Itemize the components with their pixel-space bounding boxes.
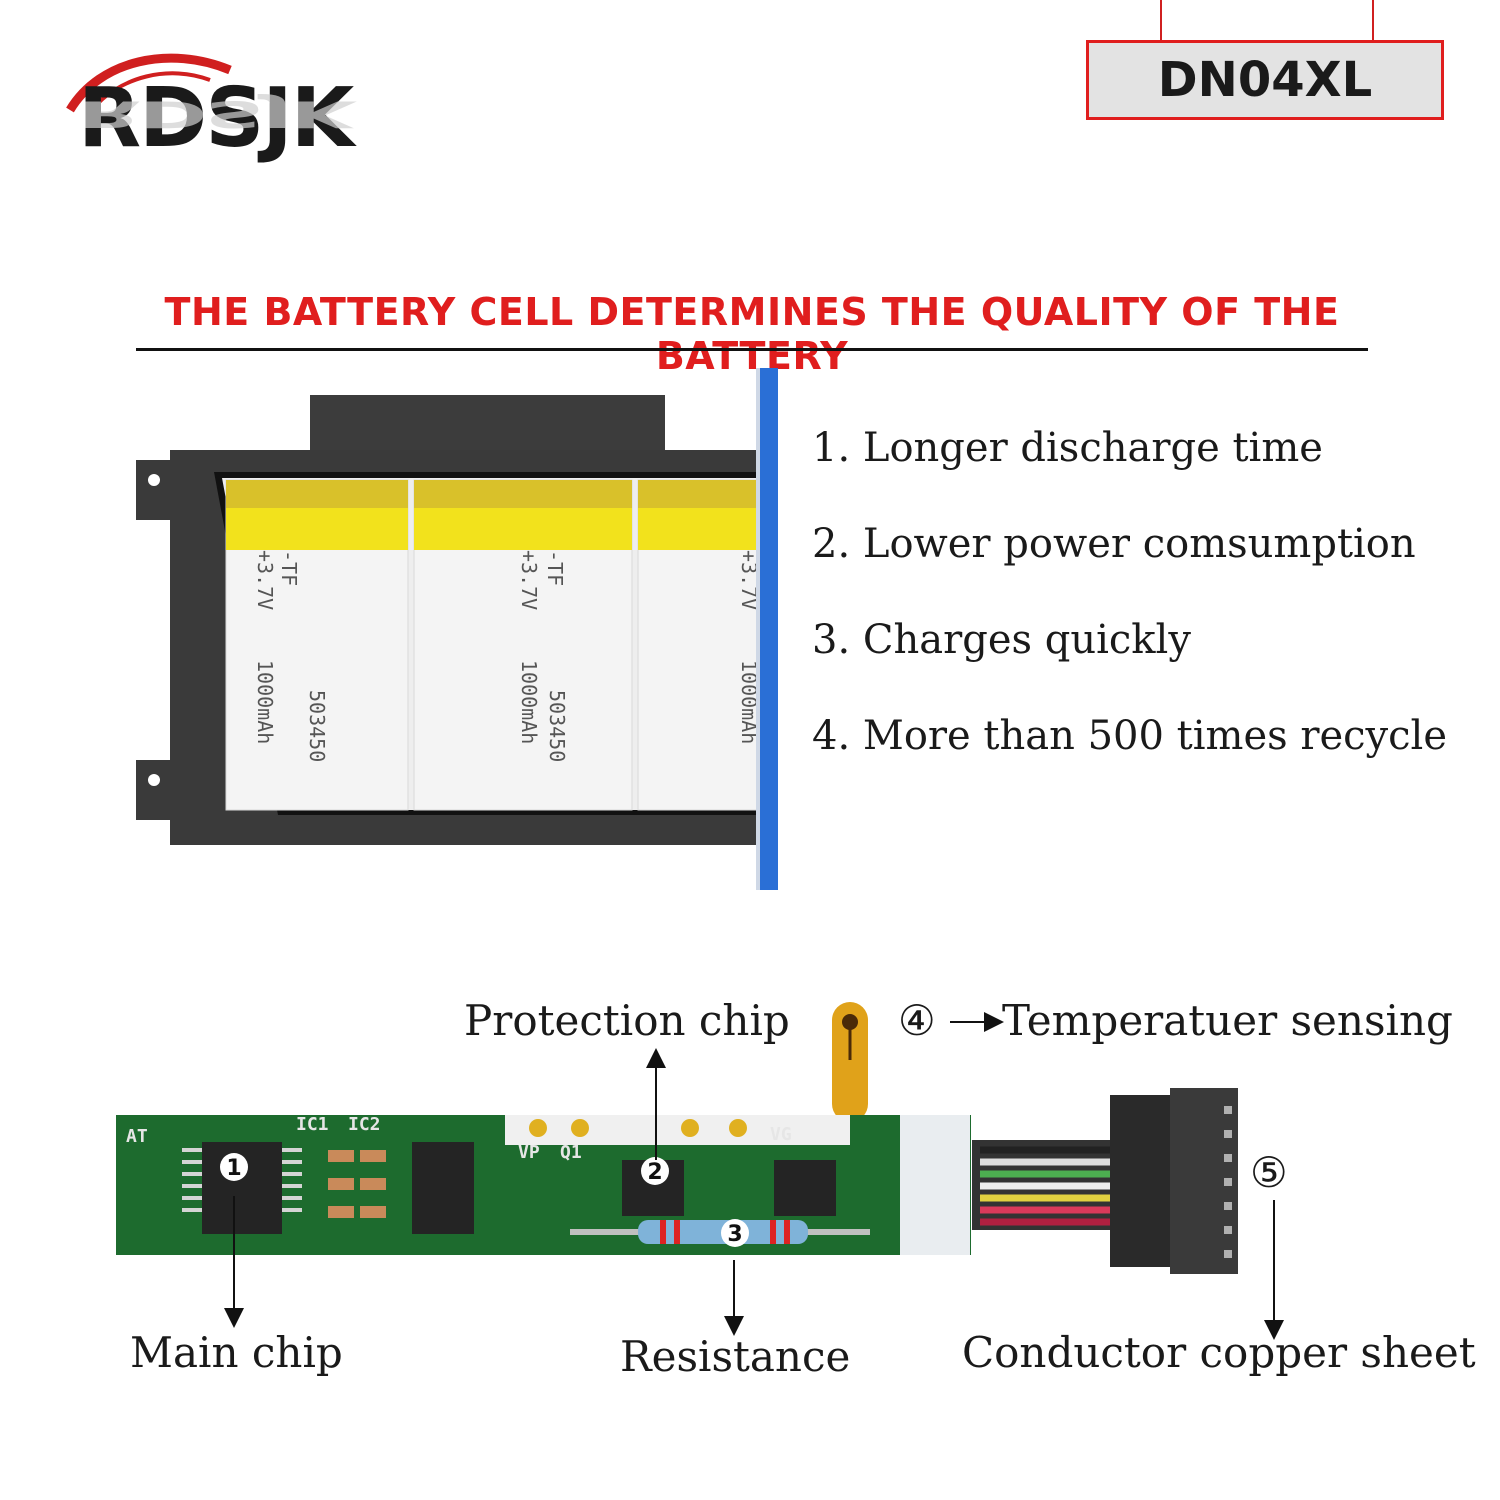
label-conductor: Conductor copper sheet bbox=[962, 1328, 1476, 1377]
marker-main-chip: 1 bbox=[226, 1156, 241, 1181]
badge-connector-right bbox=[1372, 0, 1374, 40]
battery-cell-1 bbox=[225, 479, 409, 811]
headline: THE BATTERY CELL DETERMINES THE QUALITY … bbox=[164, 290, 1340, 378]
label-resistance: Resistance bbox=[620, 1332, 851, 1381]
marker-temperature-sensing: ④ bbox=[898, 996, 936, 1045]
cell-1-polarity: -TF bbox=[277, 550, 301, 586]
cell-2-polarity: -TF bbox=[543, 550, 567, 586]
feature-item-4: 4. More than 500 times recycle bbox=[812, 713, 1448, 759]
pcb-label-vp: VP bbox=[518, 1142, 540, 1163]
pcb-label-vg: VG bbox=[770, 1124, 792, 1145]
pcb-label-ic2: IC2 bbox=[348, 1114, 381, 1135]
label-protection-chip: Protection chip bbox=[464, 996, 790, 1045]
connector-body bbox=[1110, 1095, 1170, 1267]
label-main-chip: Main chip bbox=[130, 1328, 343, 1377]
cell-2-model: 503450 bbox=[545, 690, 569, 762]
marker-conductor: ⑤ bbox=[1250, 1148, 1288, 1197]
cell-2-voltage: +3.7V bbox=[517, 550, 541, 610]
label-temperature-sensing: Temperatuer sensing bbox=[1002, 996, 1453, 1045]
cell-1-voltage: +3.7V bbox=[253, 550, 277, 610]
pcb-label-at: AT bbox=[126, 1126, 148, 1147]
headline-divider bbox=[136, 348, 1368, 351]
cell-1-model: 503450 bbox=[305, 690, 329, 762]
badge-connector-left bbox=[1160, 0, 1162, 40]
cell-1-capacity: 1000mAh bbox=[253, 660, 277, 744]
pcb-label-q1: Q1 bbox=[560, 1142, 582, 1163]
protection-chip-2 bbox=[774, 1160, 836, 1216]
feature-item-1: 1. Longer discharge time bbox=[812, 425, 1323, 471]
battery-cell-3 bbox=[637, 479, 765, 811]
model-badge: DN04XL bbox=[1086, 40, 1444, 120]
marker-protection-chip: 2 bbox=[647, 1160, 662, 1185]
pcb-label-ic1: IC1 bbox=[296, 1114, 329, 1135]
blue-divider bbox=[756, 368, 778, 890]
feature-item-3: 3. Charges quickly bbox=[812, 617, 1191, 663]
temperature-sensor bbox=[832, 1002, 868, 1122]
cell-2-capacity: 1000mAh bbox=[517, 660, 541, 744]
battery-cell-2 bbox=[413, 479, 633, 811]
logo-swoosh-icon bbox=[66, 53, 232, 114]
logo-text: RDSJK bbox=[78, 71, 354, 166]
feature-item-2: 2. Lower power comsumption bbox=[812, 521, 1416, 567]
secondary-chip bbox=[412, 1142, 474, 1234]
marker-resistance: 3 bbox=[727, 1222, 742, 1247]
